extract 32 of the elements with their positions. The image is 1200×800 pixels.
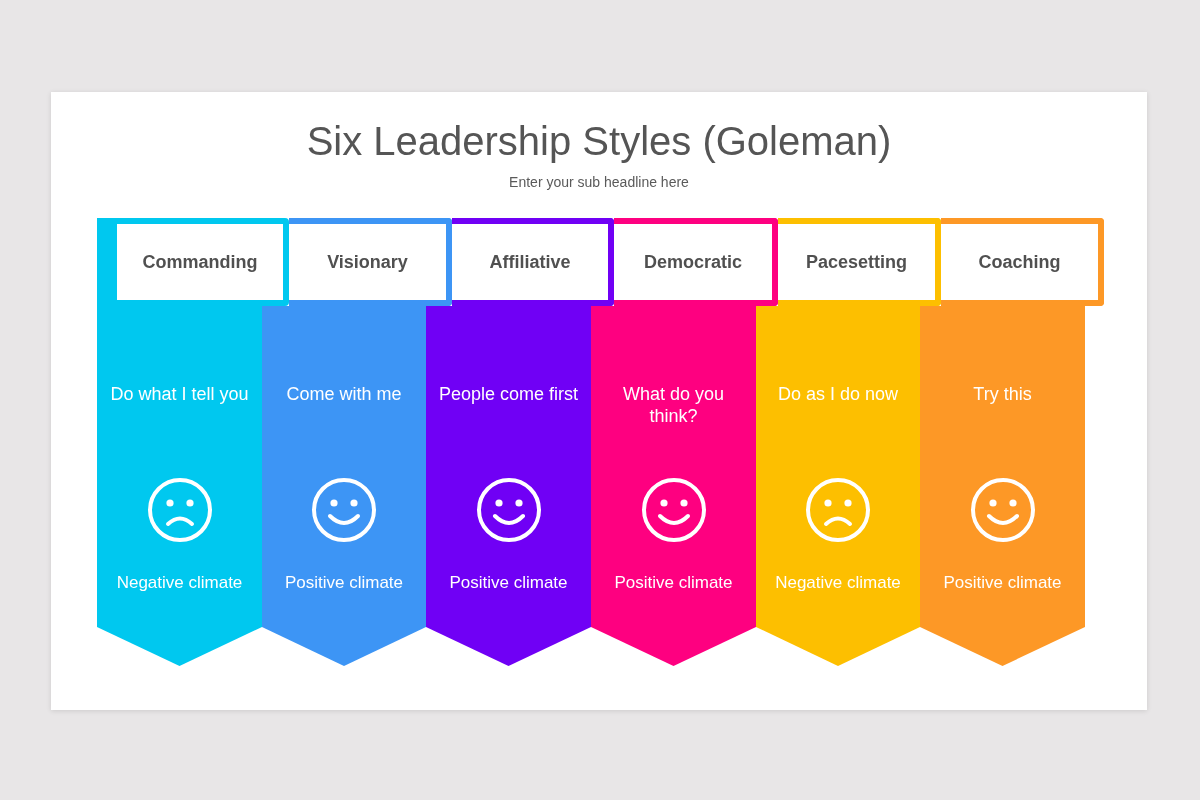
subtitle-text: Enter your sub headline here bbox=[509, 173, 689, 192]
heading-box bbox=[614, 218, 778, 306]
heading-box bbox=[941, 218, 1104, 306]
climate-text: Negative climate bbox=[115, 572, 244, 594]
slide-title: Six Leadership Styles (Goleman) bbox=[306, 118, 892, 165]
heading-box bbox=[97, 218, 289, 306]
heading-box bbox=[452, 218, 614, 306]
climate-text: Positive climate bbox=[613, 572, 734, 594]
ribbon-banner bbox=[97, 306, 262, 666]
style-name: Pacesetting bbox=[805, 251, 907, 273]
ribbon-banner bbox=[591, 306, 756, 666]
tagline-text: Do what I tell you bbox=[109, 383, 250, 405]
heading-box bbox=[778, 218, 941, 306]
style-name: Affiliative bbox=[489, 251, 571, 273]
style-name: Coaching bbox=[978, 251, 1061, 273]
tagline-text: What do you think? bbox=[621, 383, 726, 427]
style-name: Democratic bbox=[643, 251, 742, 273]
climate-text: Positive climate bbox=[448, 572, 569, 594]
tagline-text: People come first bbox=[437, 383, 580, 405]
climate-text: Negative climate bbox=[774, 572, 902, 594]
heading-box bbox=[289, 218, 452, 306]
ribbon-banner bbox=[756, 306, 920, 666]
style-name: Visionary bbox=[327, 251, 408, 273]
ribbon-banner bbox=[262, 306, 426, 666]
tagline-text: Try this bbox=[972, 383, 1033, 405]
tagline-text: Do as I do now bbox=[776, 383, 900, 405]
ribbon-banner bbox=[920, 306, 1085, 666]
climate-text: Positive climate bbox=[283, 572, 405, 594]
climate-text: Positive climate bbox=[942, 572, 1063, 594]
tagline-text: Come with me bbox=[285, 383, 403, 405]
style-name: Commanding bbox=[142, 251, 258, 273]
ribbon-banner bbox=[426, 306, 591, 666]
